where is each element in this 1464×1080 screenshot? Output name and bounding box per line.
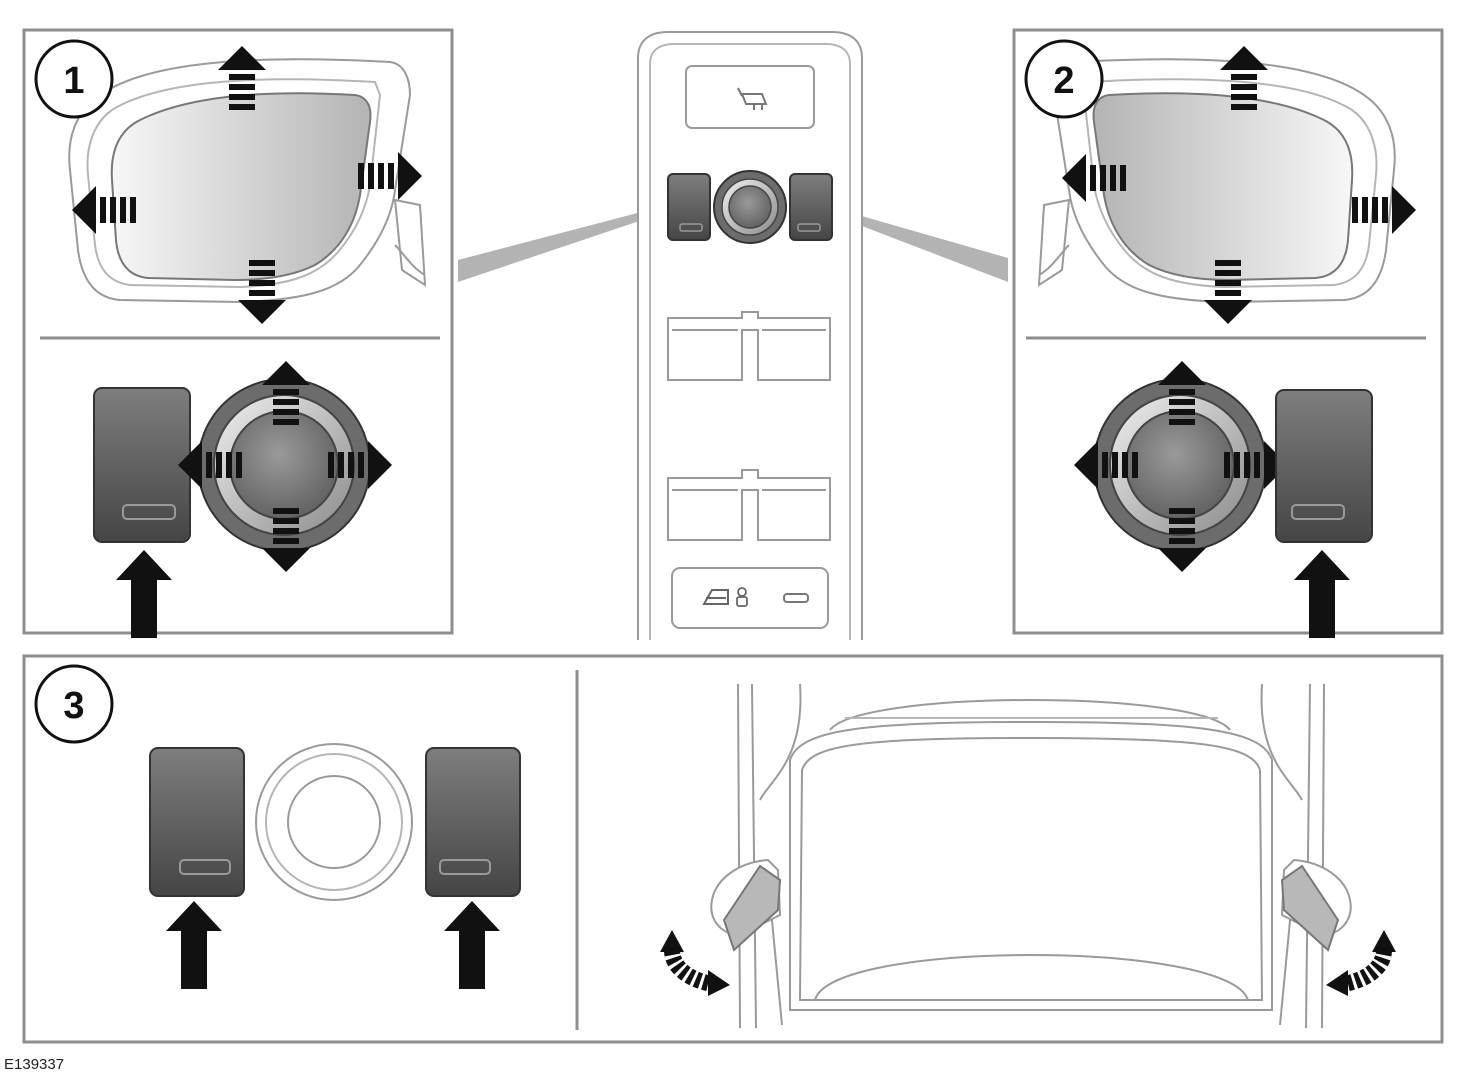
left-fold-arrow: [660, 930, 730, 996]
window-switches: [667, 311, 831, 541]
svg-text:2: 2: [1053, 60, 1074, 102]
door-switch-panel: [458, 31, 1008, 640]
svg-text:1: 1: [63, 60, 84, 102]
callout-1: 1: [34, 39, 114, 119]
child-lock-icon: [736, 587, 748, 607]
joystick-knob-small: [713, 170, 787, 244]
right-fold-arrow: [1326, 930, 1396, 996]
pointer-right: [820, 204, 1008, 282]
fold-mirrors-button: [685, 65, 815, 129]
left-mirror-select-switch: [149, 747, 245, 897]
pointer-left: [458, 204, 672, 282]
left-folded-mirror: [710, 858, 782, 952]
left-mirror-select-switch-small: [667, 173, 711, 241]
joystick-knob: [197, 378, 371, 552]
right-mirror-select-switch: [1275, 389, 1373, 543]
panel-right-mirror: 2: [1012, 28, 1444, 638]
lock-switch-strip: [671, 567, 829, 629]
callout-3: 3: [34, 664, 114, 744]
indicator-lamp: [783, 593, 809, 603]
right-folded-mirror: [1280, 858, 1352, 952]
left-mirror-select-switch: [93, 387, 191, 543]
right-mirror-illustration: [1037, 58, 1396, 304]
right-mirror-select-switch: [425, 747, 521, 897]
left-mirror-illustration: [68, 58, 427, 304]
callout-2: 2: [1024, 39, 1104, 119]
panel-left-mirror: 1: [22, 28, 454, 638]
right-mirror-select-switch-small: [789, 173, 833, 241]
joystick-knob: [1093, 378, 1267, 552]
figure-reference-code: E139337: [4, 1056, 65, 1073]
svg-text:3: 3: [63, 685, 84, 727]
joystick-knob-outline: [255, 743, 413, 901]
fold-mirrors-icon: [737, 87, 768, 110]
window-lockout-icon: [702, 589, 729, 605]
panel-fold-mirrors: 3: [22, 654, 1444, 1044]
vehicle-top-view: [737, 683, 1325, 1029]
